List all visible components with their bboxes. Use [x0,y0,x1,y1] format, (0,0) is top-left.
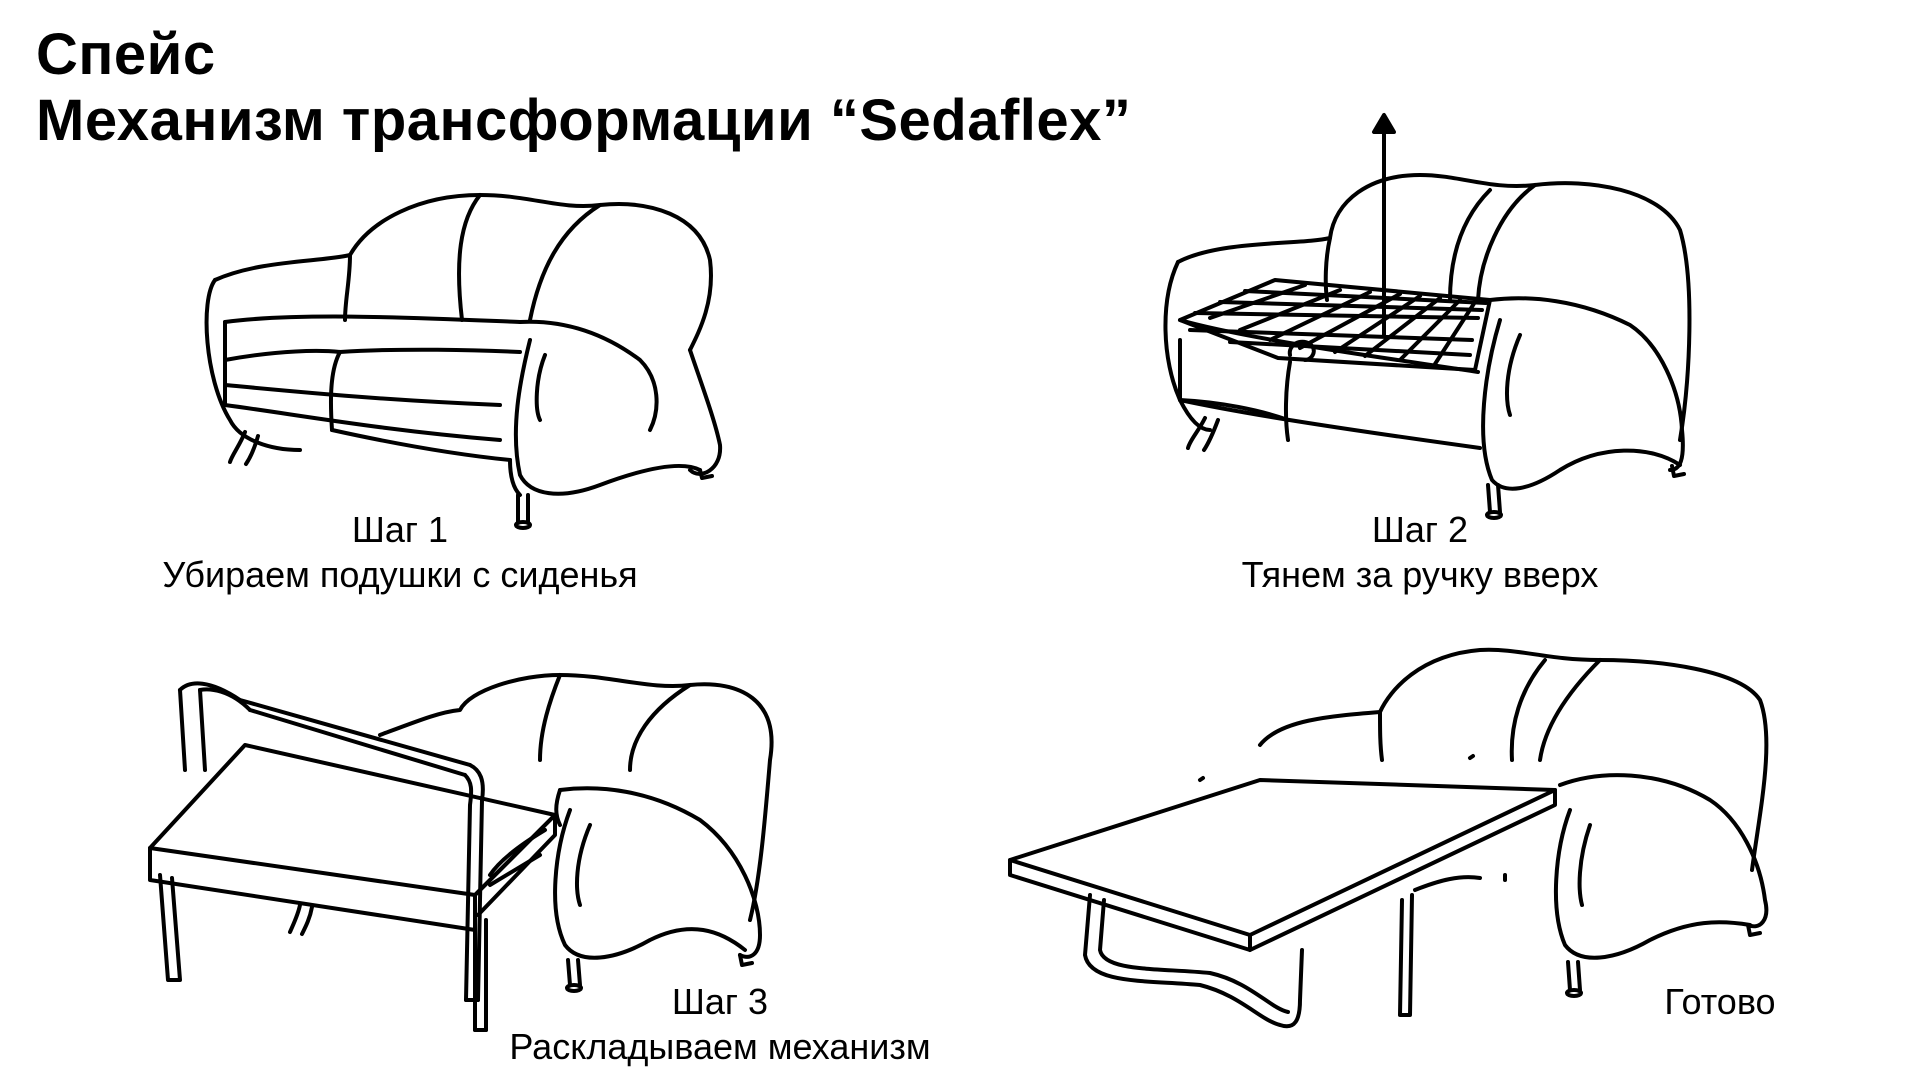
step2-sofa-illustration [1163,113,1692,520]
step2-description: Тянем за ручку вверх [1241,554,1599,595]
step3-description: Раскладываем механизм [509,1026,931,1067]
step1-description: Убираем подушки с сиденья [162,554,638,595]
title-product-name: Спейс [36,22,216,87]
step3-sofa-illustration [148,673,774,1032]
step2-label: Шаг 2 [1371,509,1469,550]
step1-label: Шаг 1 [351,509,449,550]
page-title: Спейс Механизм трансформации “Sedaflex” [36,22,1131,154]
title-mechanism-name: Механизм трансформации “Sedaflex” [36,88,1132,153]
done-label: Готово [1664,981,1776,1022]
step3-label: Шаг 3 [671,981,769,1022]
step1-sofa-illustration [204,193,723,530]
done-bed-illustration [1008,647,1769,1029]
